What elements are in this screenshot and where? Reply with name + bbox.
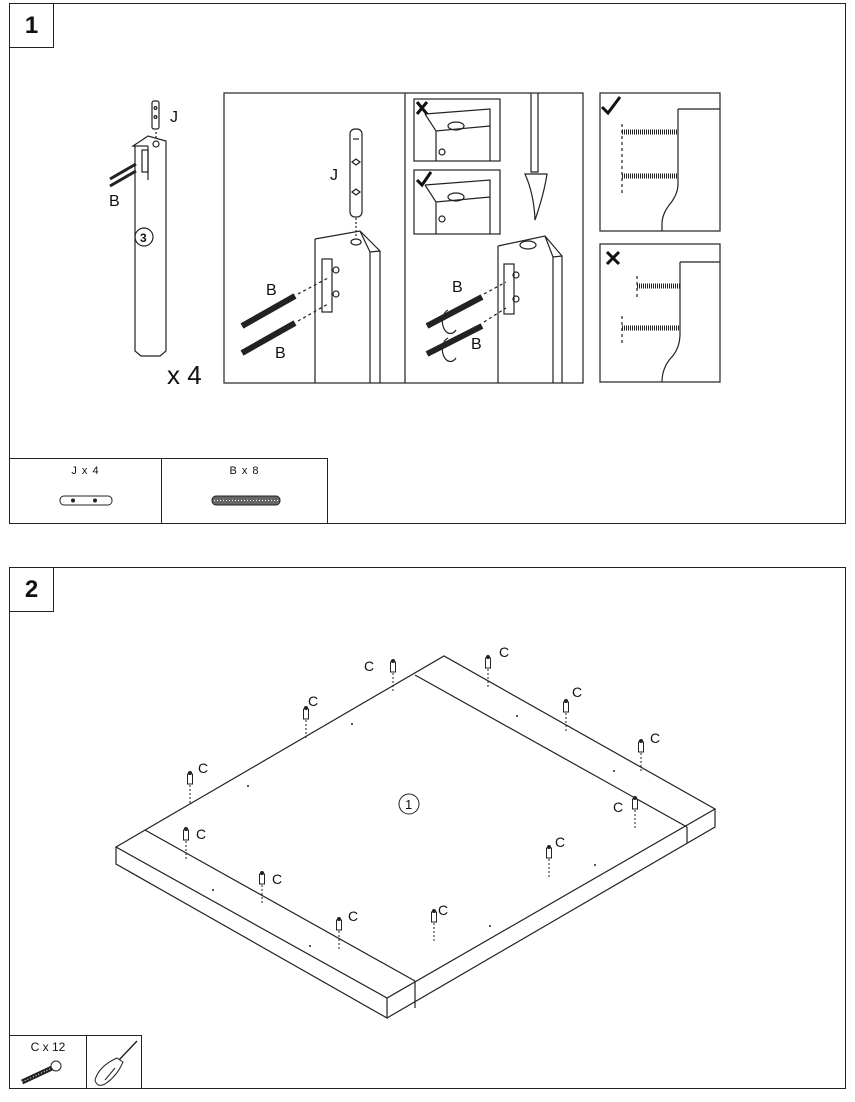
panel-holes: [212, 715, 615, 947]
label-c: C: [572, 684, 582, 700]
cam-screw-marker: C: [259, 871, 282, 904]
panel-drawing: [114, 655, 717, 1020]
label-j: J: [170, 109, 178, 126]
parts-list: J x 4 B x 8: [9, 458, 328, 524]
label-c: C: [650, 730, 660, 746]
label-b: B: [275, 345, 286, 362]
step-number: 1: [10, 4, 54, 48]
parts-list: C x 12: [9, 1035, 142, 1089]
part-b: B x 8: [161, 458, 328, 524]
cam-screw-marker: C: [183, 826, 206, 860]
label-c: C: [364, 658, 374, 674]
step-1-illustration: J B 3 x 4 J B B B B: [109, 92, 721, 390]
leg-number: 3: [140, 231, 147, 245]
part-j: J x 4: [9, 458, 162, 524]
leg-illustration: [109, 100, 167, 357]
label-b: B: [471, 336, 482, 353]
label-c: C: [348, 908, 358, 924]
label-j: J: [330, 167, 338, 184]
label-b: B: [266, 282, 277, 299]
part-quantity: C x 12: [30, 1040, 66, 1054]
cam-screw-marker: C: [638, 730, 660, 772]
step-1-panel: 1: [9, 3, 846, 524]
label-c: C: [555, 834, 565, 850]
cam-screw-marker: C: [563, 684, 582, 732]
cam-screw-marker: C: [336, 908, 358, 950]
label-c: C: [198, 760, 208, 776]
part-quantity: B x 8: [229, 465, 260, 477]
cam-screw-markers: C C C C C C C C C C C C: [183, 644, 660, 950]
quantity-multiplier: x 4: [167, 360, 202, 390]
bolt-icon: [211, 495, 281, 506]
label-c: C: [272, 871, 282, 887]
cam-screw-marker: C: [187, 760, 208, 804]
part-tool: [86, 1035, 142, 1089]
label-b: B: [452, 279, 463, 296]
detail-box: [223, 92, 584, 384]
cam-screw-marker: C: [431, 902, 448, 942]
step-2-illustration: 1 C C C C C C C C C C C C: [114, 644, 717, 1020]
cam-screw-marker: C: [546, 834, 565, 878]
cam-screw-marker: C: [303, 693, 318, 739]
wrong-mark-icon: [415, 101, 429, 115]
correct-mark-icon: [415, 171, 433, 188]
panel-number: 1: [405, 797, 412, 812]
wrong-mark-icon: [605, 250, 621, 266]
cam-screw-marker: C: [485, 644, 509, 688]
step-number: 2: [10, 568, 54, 612]
label-c: C: [196, 826, 206, 842]
label-c: C: [613, 799, 623, 815]
label-c: C: [499, 644, 509, 660]
part-c: C x 12: [9, 1035, 87, 1089]
label-c: C: [308, 693, 318, 709]
step-2-panel: 2 1 C C C C C C C C C C C C C x 12: [9, 567, 846, 1089]
cam-screw-icon: [20, 1060, 62, 1085]
label-b: B: [109, 193, 120, 210]
part-quantity: J x 4: [71, 465, 100, 477]
correct-mark-icon: [600, 96, 622, 116]
cam-screw-marker: C: [364, 658, 396, 692]
cross-dowel-icon: [59, 495, 113, 506]
cam-screw-marker: C: [613, 796, 638, 829]
label-c: C: [438, 902, 448, 918]
screwdriver-icon: [94, 1040, 138, 1086]
